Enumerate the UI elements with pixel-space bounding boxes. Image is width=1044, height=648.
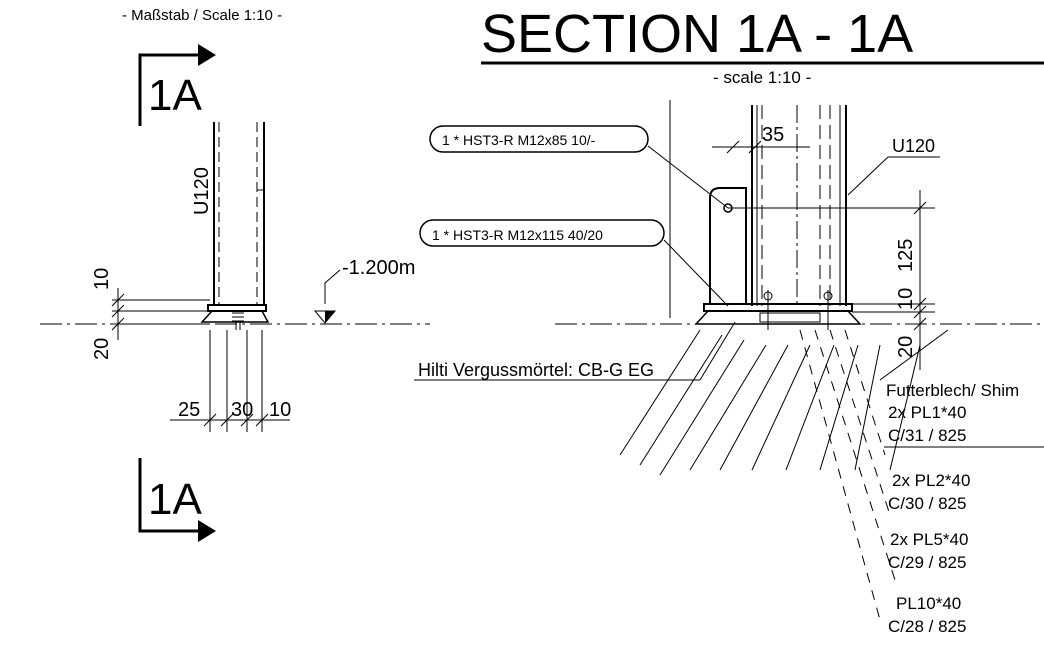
- shim-qty-3: 2x PL5*40: [890, 530, 968, 549]
- shim-qty-4: PL10*40: [896, 594, 961, 613]
- shim-ref-3: C/29 / 825: [888, 553, 966, 572]
- svg-text:25: 25: [178, 399, 200, 421]
- shim-callouts: Futterblech/ Shim 2x PL1*40 C/31 / 825 2…: [884, 381, 1044, 636]
- svg-text:Hilti Vergussmörtel: CB-G EG: Hilti Vergussmörtel: CB-G EG: [418, 360, 654, 380]
- shim-qty-1: 2x PL1*40: [888, 403, 966, 422]
- left-elevation: U120 -1.200m: [40, 122, 430, 330]
- shim-ref-2: C/30 / 825: [888, 494, 966, 513]
- svg-text:30: 30: [231, 399, 253, 421]
- elevation-label: -1.200m: [342, 257, 415, 279]
- left-profile-label: U120: [191, 167, 213, 215]
- svg-text:20: 20: [895, 336, 917, 358]
- shims-title: Futterblech/ Shim: [886, 381, 1019, 400]
- grout-callout: Hilti Vergussmörtel: CB-G EG: [414, 321, 736, 381]
- left-dimensions: 10 20 25 30 10: [91, 268, 291, 432]
- anchor-callout-top: 1 * HST3-R M12x85 10/-: [429, 125, 729, 209]
- svg-text:U120: U120: [892, 136, 935, 156]
- svg-text:20: 20: [91, 338, 113, 360]
- svg-text:1 * HST3-R M12x115 40/20: 1 * HST3-R M12x115 40/20: [432, 227, 603, 243]
- drawing-title: SECTION 1A - 1A: [481, 4, 913, 64]
- section-mark-bottom: 1A: [138, 458, 216, 542]
- svg-text:10: 10: [91, 268, 113, 290]
- svg-text:10: 10: [269, 399, 291, 421]
- drawing-subtitle: - scale 1:10 -: [713, 68, 811, 87]
- svg-text:1 * HST3-R M12x85 10/-: 1 * HST3-R M12x85 10/-: [442, 132, 596, 148]
- svg-text:10: 10: [895, 288, 917, 310]
- section-mark-top: 1A: [138, 44, 216, 126]
- right-section: [555, 100, 1044, 621]
- right-dimensions: 35 125 10 20: [712, 124, 935, 370]
- svg-text:1A: 1A: [148, 71, 202, 120]
- left-scale-label: - Maßstab / Scale 1:10 -: [122, 7, 282, 24]
- anchor-callout-bottom: 1 * HST3-R M12x115 40/20: [419, 219, 729, 307]
- svg-text:125: 125: [895, 239, 917, 272]
- shim-ref-4: C/28 / 825: [888, 617, 966, 636]
- svg-text:35: 35: [762, 124, 784, 146]
- shim-qty-2: 2x PL2*40: [892, 471, 970, 490]
- right-profile-callout: U120: [847, 136, 940, 196]
- svg-text:1A: 1A: [148, 475, 202, 524]
- shim-ref-1: C/31 / 825: [888, 426, 966, 445]
